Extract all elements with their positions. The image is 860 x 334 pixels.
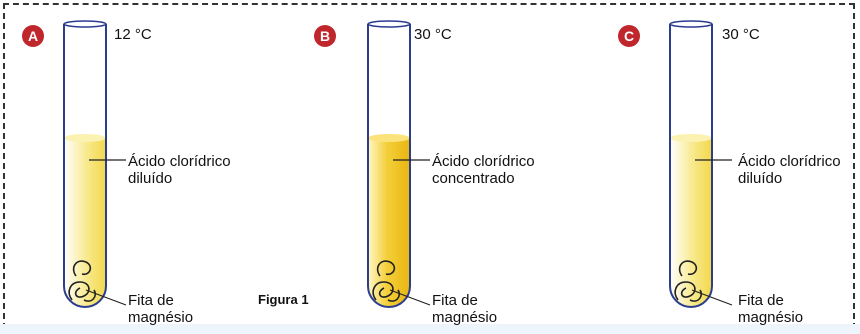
liquid-surface (368, 134, 410, 142)
ribbon-label: Fita de magnésio (738, 292, 803, 326)
magnesium-ribbon-icon (68, 260, 97, 302)
ribbon-label-line1: Fita de (432, 292, 478, 309)
ribbon-label-line2: magnésio (432, 309, 498, 326)
acid-label-line1: Ácido clorídrico (738, 153, 841, 170)
ribbon-label: Fita de magnésio (128, 292, 193, 326)
tube-rim (63, 20, 107, 28)
acid-label-line1: Ácido clorídrico (432, 153, 535, 170)
liquid-surface (670, 134, 712, 142)
acid-label: Ácido clorídrico concentrado (432, 153, 535, 187)
bottom-strip (0, 324, 860, 334)
panel-a: A 12 °C Ácido clorídrico diluído Fita de… (0, 0, 290, 334)
test-tube (669, 20, 733, 308)
acid-liquid (368, 138, 410, 307)
ribbon-leader-line (691, 289, 733, 306)
panel-c: C 30 °C Ácido clorídrico diluído Fita de… (606, 0, 860, 334)
ribbon-label-line2: magnésio (738, 309, 804, 326)
test-tube (63, 20, 127, 308)
tube-outline (63, 24, 107, 308)
temperature-label: 12 °C (114, 26, 152, 43)
magnesium-ribbon-icon (674, 260, 703, 302)
tube-rim (367, 20, 411, 28)
acid-label: Ácido clorídrico diluído (128, 153, 231, 187)
panel-badge: C (618, 25, 640, 47)
acid-liquid (64, 138, 106, 307)
tube-outline (669, 24, 713, 308)
tube-rim (669, 20, 713, 28)
temperature-label: 30 °C (722, 26, 760, 43)
figure-caption: Figura 1 (258, 292, 309, 307)
ribbon-label-line2: magnésio (128, 309, 194, 326)
tube-outline (367, 24, 411, 308)
ribbon-label: Fita de magnésio (432, 292, 497, 326)
acid-liquid (670, 138, 712, 307)
acid-label-line2: concentrado (432, 170, 515, 187)
ribbon-label-line1: Fita de (738, 292, 784, 309)
panel-badge: B (314, 25, 336, 47)
panel-b: B 30 °C Ácido clorídrico concentrado Fit… (304, 0, 594, 334)
acid-label-line2: diluído (738, 170, 783, 187)
test-tube (367, 20, 431, 308)
acid-label-line2: diluído (128, 170, 173, 187)
temperature-label: 30 °C (414, 26, 452, 43)
ribbon-leader-line (85, 289, 127, 306)
acid-label-line1: Ácido clorídrico (128, 153, 231, 170)
acid-label: Ácido clorídrico diluído (738, 153, 841, 187)
liquid-surface (64, 134, 106, 142)
ribbon-label-line1: Fita de (128, 292, 174, 309)
ribbon-leader-line (389, 289, 431, 306)
panel-badge: A (22, 25, 44, 47)
magnesium-ribbon-icon (372, 260, 401, 302)
